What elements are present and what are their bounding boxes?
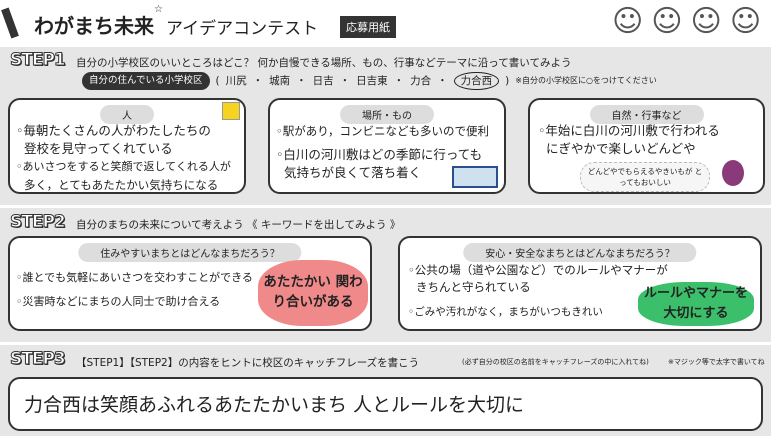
catchphrase-text: 力合西は笑顔あふれるあたたかいまち 人とルールを大切に	[24, 394, 525, 416]
box-title: 人	[100, 105, 154, 124]
text-line: ◦駅があり，コンビニなども多いので便利	[276, 124, 489, 138]
text-line: ◦毎朝たくさんの人がわたしたちの	[16, 123, 211, 138]
mascot-characters: ☺☺☺☺	[612, 4, 770, 39]
text-line: ◦誰とでも気軽にあいさつを交わすことができる	[16, 271, 253, 284]
step2-label: STEP2	[10, 212, 67, 233]
text-line: にぎやかで楽しいどんどや	[546, 141, 696, 156]
school-option[interactable]: 日吉	[312, 75, 334, 87]
keyword-cloud: あたたかい 関わり合いがある	[258, 260, 368, 326]
school-option-selected[interactable]: 力合西	[453, 72, 500, 90]
text-line: 登校を見守ってくれている	[24, 141, 173, 156]
text-line: 気持ちが良くて落ち着く	[284, 165, 422, 180]
catchphrase-box[interactable]: 力合西は笑顔あふれるあたたかいまち 人とルールを大切に	[8, 377, 763, 431]
text-line: きちんと守られている	[416, 280, 531, 294]
flag-icon	[222, 102, 240, 120]
school-option[interactable]: 川尻	[225, 75, 247, 87]
step2-heading: 自分のまちの未来について考えよう 《 キーワードを出してみよう 》	[76, 219, 401, 231]
text-line: ◦公共の場（道や公園など）でのルールやマナーが	[408, 263, 668, 277]
school-option[interactable]: 日吉東	[356, 75, 388, 87]
text-line: ◦白川の河川敷はどの季節に行っても	[276, 147, 483, 162]
school-selector: 自分の住んでいる小学校区 ( 川尻・ 城南・ 日吉・ 日吉東・ 力合・ 力合西 …	[82, 72, 657, 90]
keyword-cloud: ルールやマナーを 大切にする	[638, 282, 754, 326]
box-title: 自然・行事など	[589, 105, 704, 124]
text-line: ◦年始に白川の河川敷で行われる	[538, 123, 720, 138]
station-icon	[452, 166, 498, 188]
school-label: 自分の住んでいる小学校区	[82, 72, 210, 90]
step1-box-nature: 自然・行事など ◦年始に白川の河川敷で行われる にぎやかで楽しいどんどや どんど…	[528, 98, 765, 194]
box-title: 住みやすいまちとはどんなまちだろう？	[78, 243, 302, 262]
box-title: 場所・もの	[340, 105, 434, 124]
step1-label: STEP1	[10, 50, 67, 71]
text-line: 多く，とてもあたたかい気持ちになる	[24, 178, 219, 192]
school-option[interactable]: 城南	[269, 75, 291, 87]
school-option[interactable]: 力合	[410, 75, 432, 87]
speech-bubble: どんどやでもらえるやきいもが とってもおいしい	[580, 162, 710, 192]
text-line: ◦あいさつをすると笑顔で返してくれる人が	[16, 160, 231, 173]
step1-box-places: 場所・もの ◦駅があり，コンビニなども多いので便利 ◦白川の河川敷はどの季節に行…	[268, 98, 506, 194]
step1-heading: 自分の小学校区のいいところはどこ？ 何か自慢できる場所、もの、行事などテーマに沿…	[76, 57, 572, 69]
step2-box-livable: 住みやすいまちとはどんなまちだろう？ ◦誰とでも気軽にあいさつを交わすことができ…	[8, 236, 372, 331]
step3-heading: 【STEP1】【STEP2】の内容をヒントに校区のキャッチフレーズを書こう	[76, 357, 420, 369]
form-badge: 応募用紙	[340, 16, 396, 38]
step3-marker-note: ※マジック等で太字で書いてね	[668, 358, 765, 366]
step3-label: STEP3	[10, 349, 67, 370]
step1-box-people: 人 ◦毎朝たくさんの人がわたしたちの 登校を見守ってくれている ◦あいさつをする…	[8, 98, 246, 194]
text-line: ◦ごみや汚れがなく，まちがいつもきれい	[408, 306, 603, 318]
star-icon: ☆	[154, 4, 163, 15]
school-note: ※自分の小学校区に○をつけてください	[515, 76, 657, 85]
box-title: 安心・安全なまちとはどんなまちだろう？	[463, 243, 697, 262]
sweet-potato-icon	[722, 160, 744, 186]
pencil-icon	[1, 7, 19, 39]
contest-subtitle: アイデアコンテスト	[166, 19, 319, 39]
contest-title: わがまち未来	[34, 14, 154, 38]
step3-note: (必ず自分の校区の名前をキャッチフレーズの中に入れてね)	[462, 358, 649, 366]
step2-box-safe: 安心・安全なまちとはどんなまちだろう？ ◦公共の場（道や公園など）でのルールやマ…	[398, 236, 762, 331]
text-line: ◦災害時などにまちの人同士で助け合える	[16, 295, 221, 308]
